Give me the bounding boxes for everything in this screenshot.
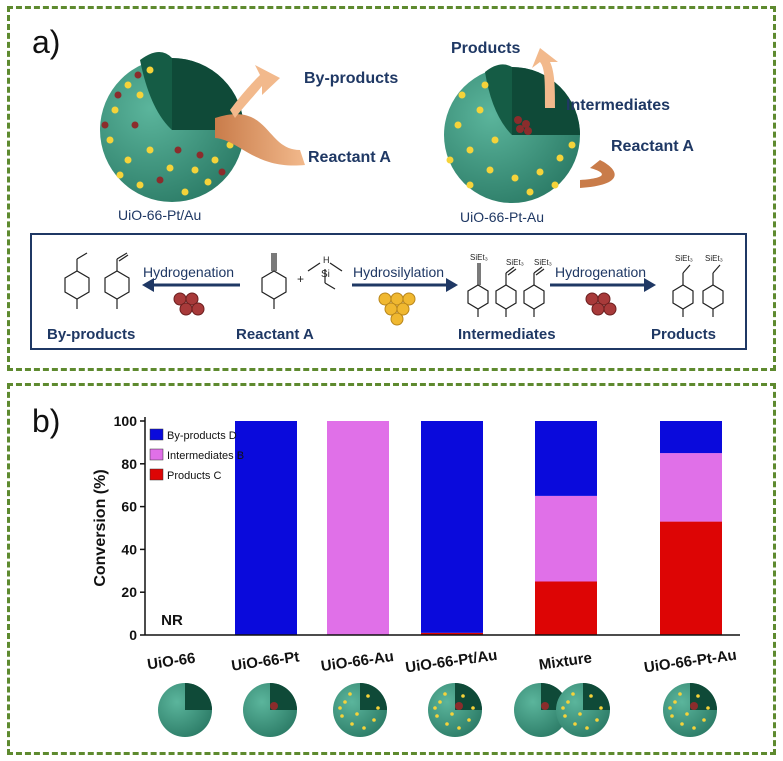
uio66-pt-slash-au-particle-icon bbox=[428, 683, 482, 737]
nr-annotation: NR bbox=[161, 612, 183, 629]
bar-by-products-d-1 bbox=[235, 421, 297, 635]
bar-products-c-3 bbox=[421, 632, 483, 635]
plus-sign: + bbox=[297, 272, 304, 286]
uio66-particle-icon bbox=[158, 683, 212, 737]
uio66-pt-particle-icon bbox=[243, 683, 297, 737]
y-tick-label-0: 0 bbox=[129, 627, 137, 643]
product-arrow-right bbox=[532, 48, 558, 108]
uio66-au-particle-icon bbox=[333, 683, 387, 737]
scheme-intermediates-label: Intermediates bbox=[458, 326, 556, 343]
y-tick-label-5: 100 bbox=[114, 413, 138, 429]
product-siet3-2: SiEt₃ bbox=[705, 254, 723, 263]
au-cluster-icon bbox=[378, 292, 416, 326]
intermediate-siet3-3: SiEt₃ bbox=[534, 258, 552, 267]
label-reactant-left: Reactant A bbox=[308, 149, 391, 166]
intermediate-siet3-2: SiEt₃ bbox=[506, 258, 524, 267]
pt-cluster-left-icon bbox=[173, 292, 205, 316]
x-tick-label-0: UiO-66 bbox=[146, 650, 196, 674]
hydrogenation-right-label: Hydrogenation bbox=[555, 264, 647, 280]
reactant-arrow-right bbox=[580, 160, 615, 188]
y-tick-label-3: 60 bbox=[121, 499, 137, 515]
y-tick-label-1: 20 bbox=[121, 584, 137, 600]
legend-label-2: Products C bbox=[167, 470, 221, 482]
hydrosilylation-label: Hydrosilylation bbox=[353, 264, 445, 280]
y-axis-label: Conversion (%) bbox=[92, 469, 109, 586]
legend-swatch-1 bbox=[149, 448, 164, 461]
bar-intermediates-b-4 bbox=[535, 495, 597, 582]
y-tick-label-4: 80 bbox=[121, 456, 137, 472]
legend-label-0: By-products D bbox=[167, 430, 237, 442]
legend-label-1: Intermediates B bbox=[167, 450, 244, 462]
panel-b-frame bbox=[7, 383, 776, 755]
uio66-pt-au-mixed-particle bbox=[100, 51, 244, 202]
mixture-au-particle-icon bbox=[556, 683, 610, 737]
bar-by-products-d-4 bbox=[535, 421, 597, 496]
label-reactant-right: Reactant A bbox=[611, 138, 694, 155]
label-products-right: Products bbox=[451, 40, 521, 57]
caption-uio66-pt-slash-au: UiO-66-Pt/Au bbox=[118, 207, 202, 223]
panel-a-particles bbox=[100, 48, 615, 203]
panel-a-label: a) bbox=[32, 24, 61, 60]
legend-swatch-0 bbox=[149, 428, 164, 441]
chart-bars-group bbox=[235, 421, 722, 635]
reactant-arrow-left bbox=[215, 114, 305, 166]
product-siet3-1: SiEt₃ bbox=[675, 254, 693, 263]
legend-swatch-2 bbox=[149, 468, 164, 481]
bar-products-c-5 bbox=[660, 521, 722, 635]
pt-cluster-right-icon bbox=[585, 292, 617, 316]
label-intermediates-right: Intermediates bbox=[566, 97, 671, 114]
bar-products-c-4 bbox=[535, 581, 597, 635]
bar-by-products-d-5 bbox=[660, 421, 722, 454]
bar-intermediates-b-2 bbox=[327, 421, 389, 635]
bar-intermediates-b-5 bbox=[660, 453, 722, 522]
y-tick-label-2: 40 bbox=[121, 541, 137, 557]
label-byproducts-left: By-products bbox=[304, 70, 399, 87]
panel-a-frame bbox=[7, 6, 776, 371]
chart-legend-group: By-products D Intermediates B Products C bbox=[149, 428, 244, 482]
silane-h: H bbox=[323, 255, 330, 265]
uio66-pt-au-particle-icon bbox=[663, 683, 717, 737]
scheme-byproducts-label: By-products bbox=[47, 326, 136, 343]
silane-si: Si bbox=[321, 269, 330, 280]
scheme-reactant-label: Reactant A bbox=[236, 326, 314, 343]
byproduct-arrow-left bbox=[230, 65, 280, 118]
intermediate-siet3-1: SiEt₃ bbox=[470, 253, 488, 262]
reaction-scheme-drawing: + Si H SiEt₃ SiEt₃ SiEt₃ SiEt₃ SiEt₃ bbox=[64, 252, 724, 326]
panel-b-label: b) bbox=[32, 403, 61, 439]
caption-uio66-pt-dash-au: UiO-66-Pt-Au bbox=[460, 209, 545, 225]
scheme-products-label: Products bbox=[651, 326, 717, 343]
reaction-scheme-box bbox=[30, 233, 747, 350]
hydrogenation-left-label: Hydrogenation bbox=[143, 264, 235, 280]
bar-by-products-d-3 bbox=[421, 421, 483, 633]
